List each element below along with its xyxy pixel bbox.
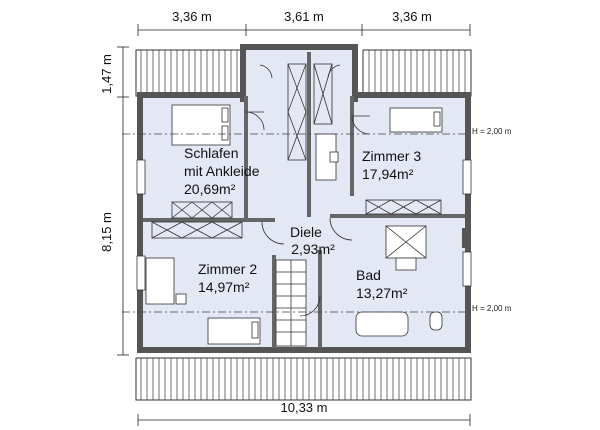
room-bad-area: 13,27m² (356, 285, 408, 301)
top-dimension-line (137, 24, 471, 36)
room-schlafen-name: Schlafen (184, 145, 238, 161)
dim-top-left: 3,36 m (172, 9, 212, 24)
room-zimmer2-area: 14,97m² (198, 279, 250, 295)
bath-fixtures (355, 225, 443, 337)
dim-bottom: 10,33 m (281, 400, 328, 415)
bed-zimmer2 (207, 317, 261, 345)
height-lines (122, 133, 470, 313)
roof-bottom (135, 357, 472, 401)
room-schlafen-subtitle: mit Ankleide (184, 163, 260, 179)
room-zimmer3-area: 17,94m² (362, 166, 414, 182)
desk-zimmer2 (145, 257, 187, 305)
walk-in-closet (287, 63, 333, 161)
room-diele-name: Diele (290, 224, 322, 240)
room-schlafen-area: 20,69m² (184, 181, 236, 197)
dim-top-middle: 3,61 m (284, 9, 324, 24)
dormer-wall (240, 44, 358, 102)
dim-left-main: 8,15 m (99, 212, 114, 252)
staircase (275, 259, 307, 347)
desk-zimmer3 (315, 133, 339, 181)
height-marker-upper: H = 2,00 m (472, 127, 512, 136)
wardrobe-zimmer3 (365, 199, 442, 215)
bed-schlafen (171, 104, 231, 146)
windows (136, 159, 472, 291)
room-zimmer3-name: Zimmer 3 (362, 148, 421, 164)
height-marker-lower: H = 2,00 m (472, 304, 512, 313)
room-zimmer2-name: Zimmer 2 (198, 261, 257, 277)
left-dimension-line (117, 46, 129, 356)
dim-top-right: 3,36 m (392, 9, 432, 24)
bed-zimmer3 (389, 107, 443, 133)
wardrobe-zimmer2 (151, 221, 243, 239)
dormer-inner-fill (246, 95, 352, 103)
room-bad-name: Bad (356, 267, 381, 283)
roof-top-left (135, 49, 243, 97)
room-diele-area: 2,93m² (291, 241, 335, 257)
dim-left-upper: 1,47 m (99, 54, 114, 94)
roof-top-right (362, 49, 472, 97)
wardrobe-schlafen (171, 201, 233, 219)
bottom-dimension-line (137, 414, 471, 426)
